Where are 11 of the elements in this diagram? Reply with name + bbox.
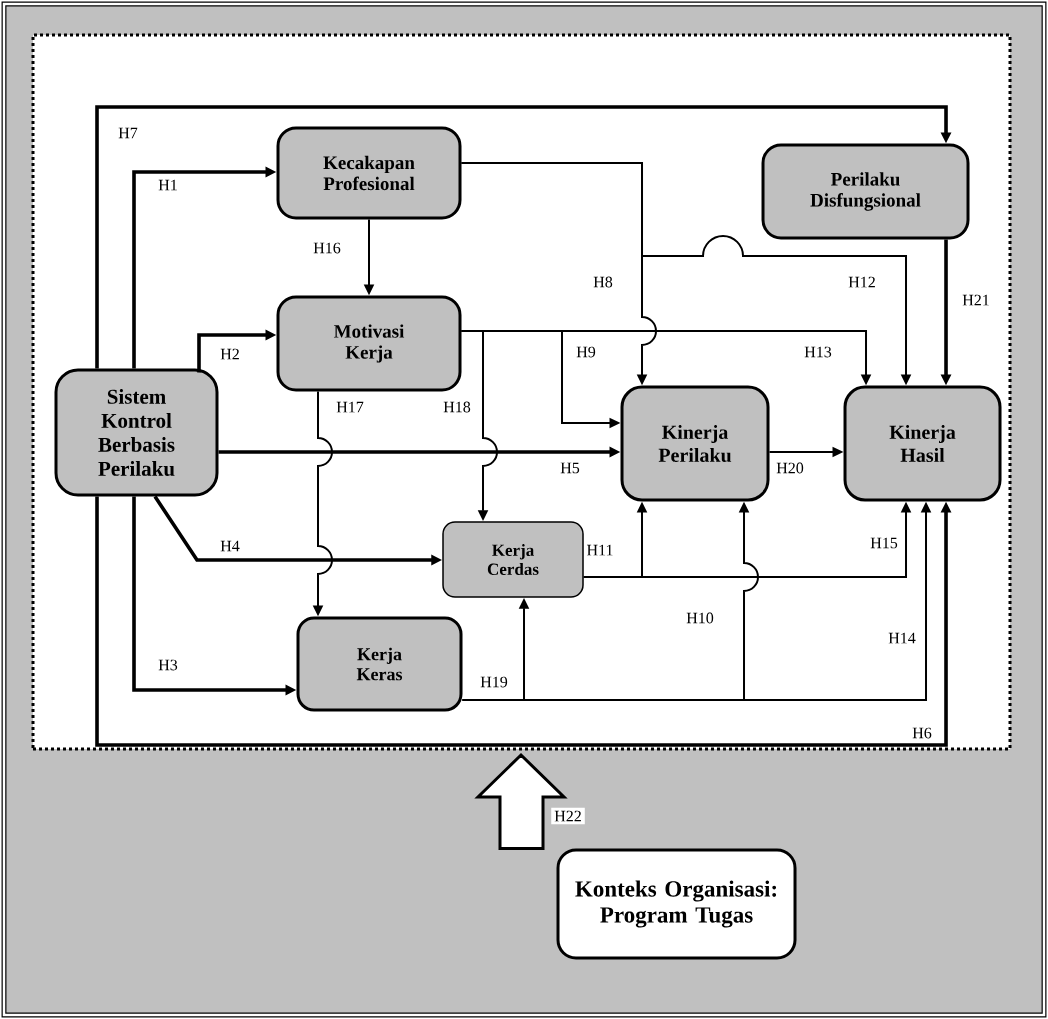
- block-arrow: [474, 752, 568, 850]
- rounded-box: Konteks Organisasi: Program Tugas: [556, 848, 797, 960]
- arrow: [95, 105, 952, 369]
- rounded-box: Kerja Cerdas: [442, 521, 584, 598]
- rounded-box: Motivasi Kerja: [276, 295, 462, 392]
- rounded-box: Kecakapan Profesional: [276, 126, 462, 220]
- rounded-box: Kerja Keras: [296, 616, 463, 712]
- rounded-box: Sistem Kontrol Berbasis Perilaku: [54, 368, 219, 497]
- rounded-box: Kinerja Perilaku: [620, 385, 770, 502]
- rounded-box: Perilaku Disfungsional: [761, 143, 970, 240]
- rounded-box: Kinerja Hasil: [843, 385, 1002, 502]
